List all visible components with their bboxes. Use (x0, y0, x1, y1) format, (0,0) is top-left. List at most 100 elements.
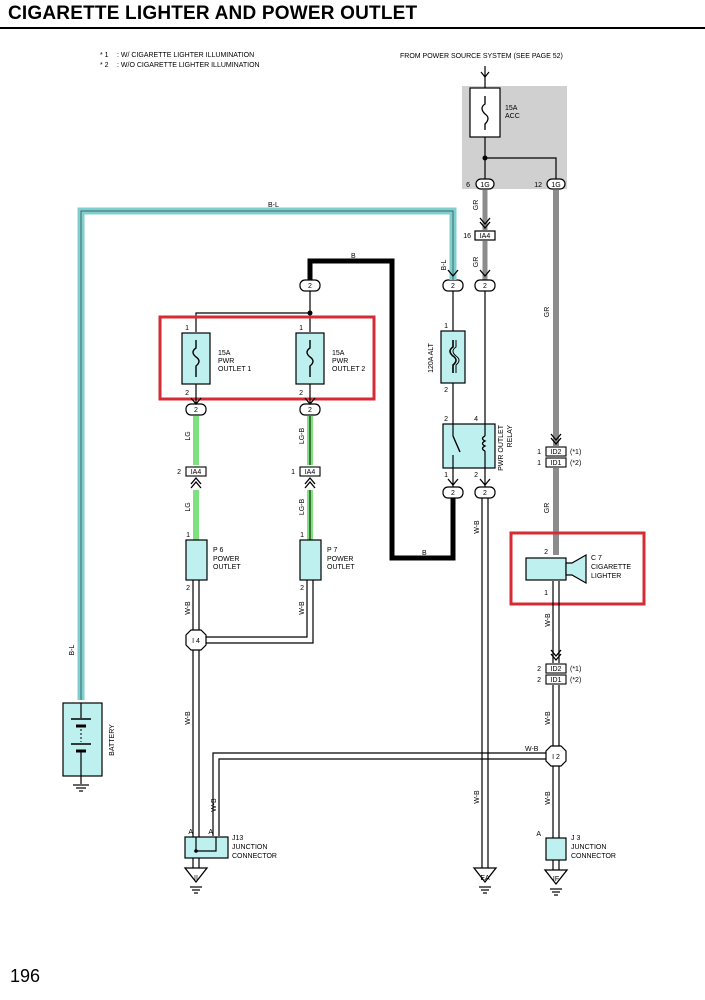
svg-text:1: 1 (537, 449, 541, 456)
svg-text:1G: 1G (551, 182, 560, 189)
wire-wb-i2-j13 (212, 752, 546, 836)
wire-label-gr-1: GR (473, 200, 480, 211)
svg-text:(*1): (*1) (570, 666, 581, 673)
svg-text:2: 2 (537, 666, 541, 673)
svg-text:2: 2 (308, 283, 312, 290)
wire-label-wb-relay: W-B (474, 520, 481, 534)
wire-label-wb-ea: W-B (474, 790, 481, 804)
fuse-pwr2-name-2: OUTLET 2 (332, 366, 365, 373)
fuse1-pin-2: 2 (185, 390, 189, 397)
wire-bl-core (80, 210, 454, 700)
svg-text:1G: 1G (480, 182, 489, 189)
svg-text:(*2): (*2) (570, 677, 581, 684)
ground-ea-label: EA (480, 875, 490, 882)
wire-label-bl-left: B-L (69, 644, 76, 655)
highlight-pwr-fuses (158, 315, 376, 401)
lighter-id: C 7 (591, 555, 602, 562)
svg-text:ID2: ID2 (551, 666, 562, 673)
fuse-acc-element (481, 96, 489, 130)
chevron-bl (447, 269, 459, 278)
svg-text:(*1): (*1) (570, 449, 581, 456)
chevron-ia4-top-2 (479, 221, 491, 230)
j3-pin-a: A (536, 831, 541, 838)
connector-id1-top: ID1 1 (*2) (537, 457, 581, 468)
wire-label-b-top: B (351, 253, 356, 260)
fuse-alt-element-2 (452, 340, 460, 373)
p6-label-1: POWER (213, 556, 239, 563)
j3-id: J 3 (571, 835, 580, 842)
p7-pin-1: 1 (300, 532, 304, 539)
wire-bl (77, 207, 457, 700)
wire-b (307, 258, 456, 561)
battery (62, 702, 103, 777)
title-rule (0, 27, 705, 29)
fuse-acc-rating: 15A (505, 105, 518, 112)
wire-label-wb-i4: W-B (185, 711, 192, 725)
j13-id: J13 (232, 835, 243, 842)
svg-text:1: 1 (291, 469, 295, 476)
page-number: 196 (10, 966, 41, 986)
chevron-lg-mid-2 (190, 480, 202, 489)
power-feed-arrow (480, 71, 490, 78)
pin-lighter-1: 1 (544, 590, 548, 597)
pin-12: 12 (534, 182, 542, 189)
chevron-gr (479, 269, 491, 278)
fuse-pwr2-element (306, 340, 314, 377)
relay-coil (481, 435, 487, 452)
chevron-lgb-mid-2 (304, 480, 316, 489)
svg-text:IA4: IA4 (191, 469, 202, 476)
fuse2-pin-2: 2 (299, 390, 303, 397)
wire-label-gr-2: GR (473, 257, 480, 268)
chevron-lgb-mid (304, 476, 316, 485)
fuse-pwr1-name-2: OUTLET 1 (218, 366, 251, 373)
chevron-lg-mid (190, 476, 202, 485)
splice-i2: I 2 (545, 745, 567, 767)
j3-label-2: CONNECTOR (571, 853, 616, 860)
chevron-id-bottom-2 (550, 653, 562, 662)
power-outlet-p7 (299, 539, 322, 581)
j13-pin-a-1: A (188, 829, 193, 836)
relay-pin-1: 1 (444, 472, 448, 479)
relay-switch (452, 435, 461, 453)
power-source-label: FROM POWER SOURCE SYSTEM (SEE PAGE 52) (400, 53, 563, 60)
wire-label-bl-right: B-L (441, 259, 448, 270)
connector-id1-bottom: ID1 2 (*2) (537, 674, 581, 685)
note-2-text: : W/O CIGARETTE LIGHTER ILLUMINATION (117, 62, 260, 69)
chevron-lg-top (190, 397, 202, 406)
connector-ia4-lgb: IA4 1 (291, 466, 321, 477)
wire-label-wb-2: W-B (545, 711, 552, 725)
p6-id: P 6 (213, 547, 223, 554)
wire-label-wb-1: W-B (545, 613, 552, 627)
wire-label-wb-h: W-B (525, 746, 539, 753)
svg-text:2: 2 (537, 677, 541, 684)
power-outlet-p6 (185, 539, 208, 581)
highlight-lighter (509, 531, 646, 606)
wire-label-wb-p7: W-B (299, 601, 306, 615)
svg-text:2: 2 (451, 490, 455, 497)
fuse-pwr2-rating: 15A (332, 350, 345, 357)
junction-connector-j13 (184, 836, 229, 859)
cigarette-lighter (525, 557, 567, 581)
fuse-pwr2-name: PWR (332, 358, 348, 365)
p6-label-2: OUTLET (213, 564, 241, 571)
chevron-id-bottom (550, 649, 562, 658)
wire-label-wb-p6: W-B (185, 601, 192, 615)
fuse-pwr1-rating: 15A (218, 350, 231, 357)
p7-pin-2: 2 (300, 585, 304, 592)
p7-label-1: POWER (327, 556, 353, 563)
battery-label: BATTERY (109, 724, 116, 756)
svg-text:1: 1 (537, 460, 541, 467)
splice-i4: I 4 (185, 629, 207, 651)
svg-text:I 2: I 2 (552, 754, 560, 761)
chevron-id-top (550, 433, 562, 442)
j13-label-1: JUNCTION (232, 844, 267, 851)
wire-wb-lighter (552, 581, 560, 838)
connector-1g-6: 1G 6 (466, 178, 495, 190)
lighter-horn-shape (565, 553, 587, 585)
svg-text:2: 2 (308, 407, 312, 414)
relay-pin-4: 4 (474, 416, 478, 423)
wire-label-lgb-2: LG-B (299, 499, 306, 516)
wire-label-lgb-1: LG-B (299, 428, 306, 445)
j13-label-2: CONNECTOR (232, 853, 277, 860)
